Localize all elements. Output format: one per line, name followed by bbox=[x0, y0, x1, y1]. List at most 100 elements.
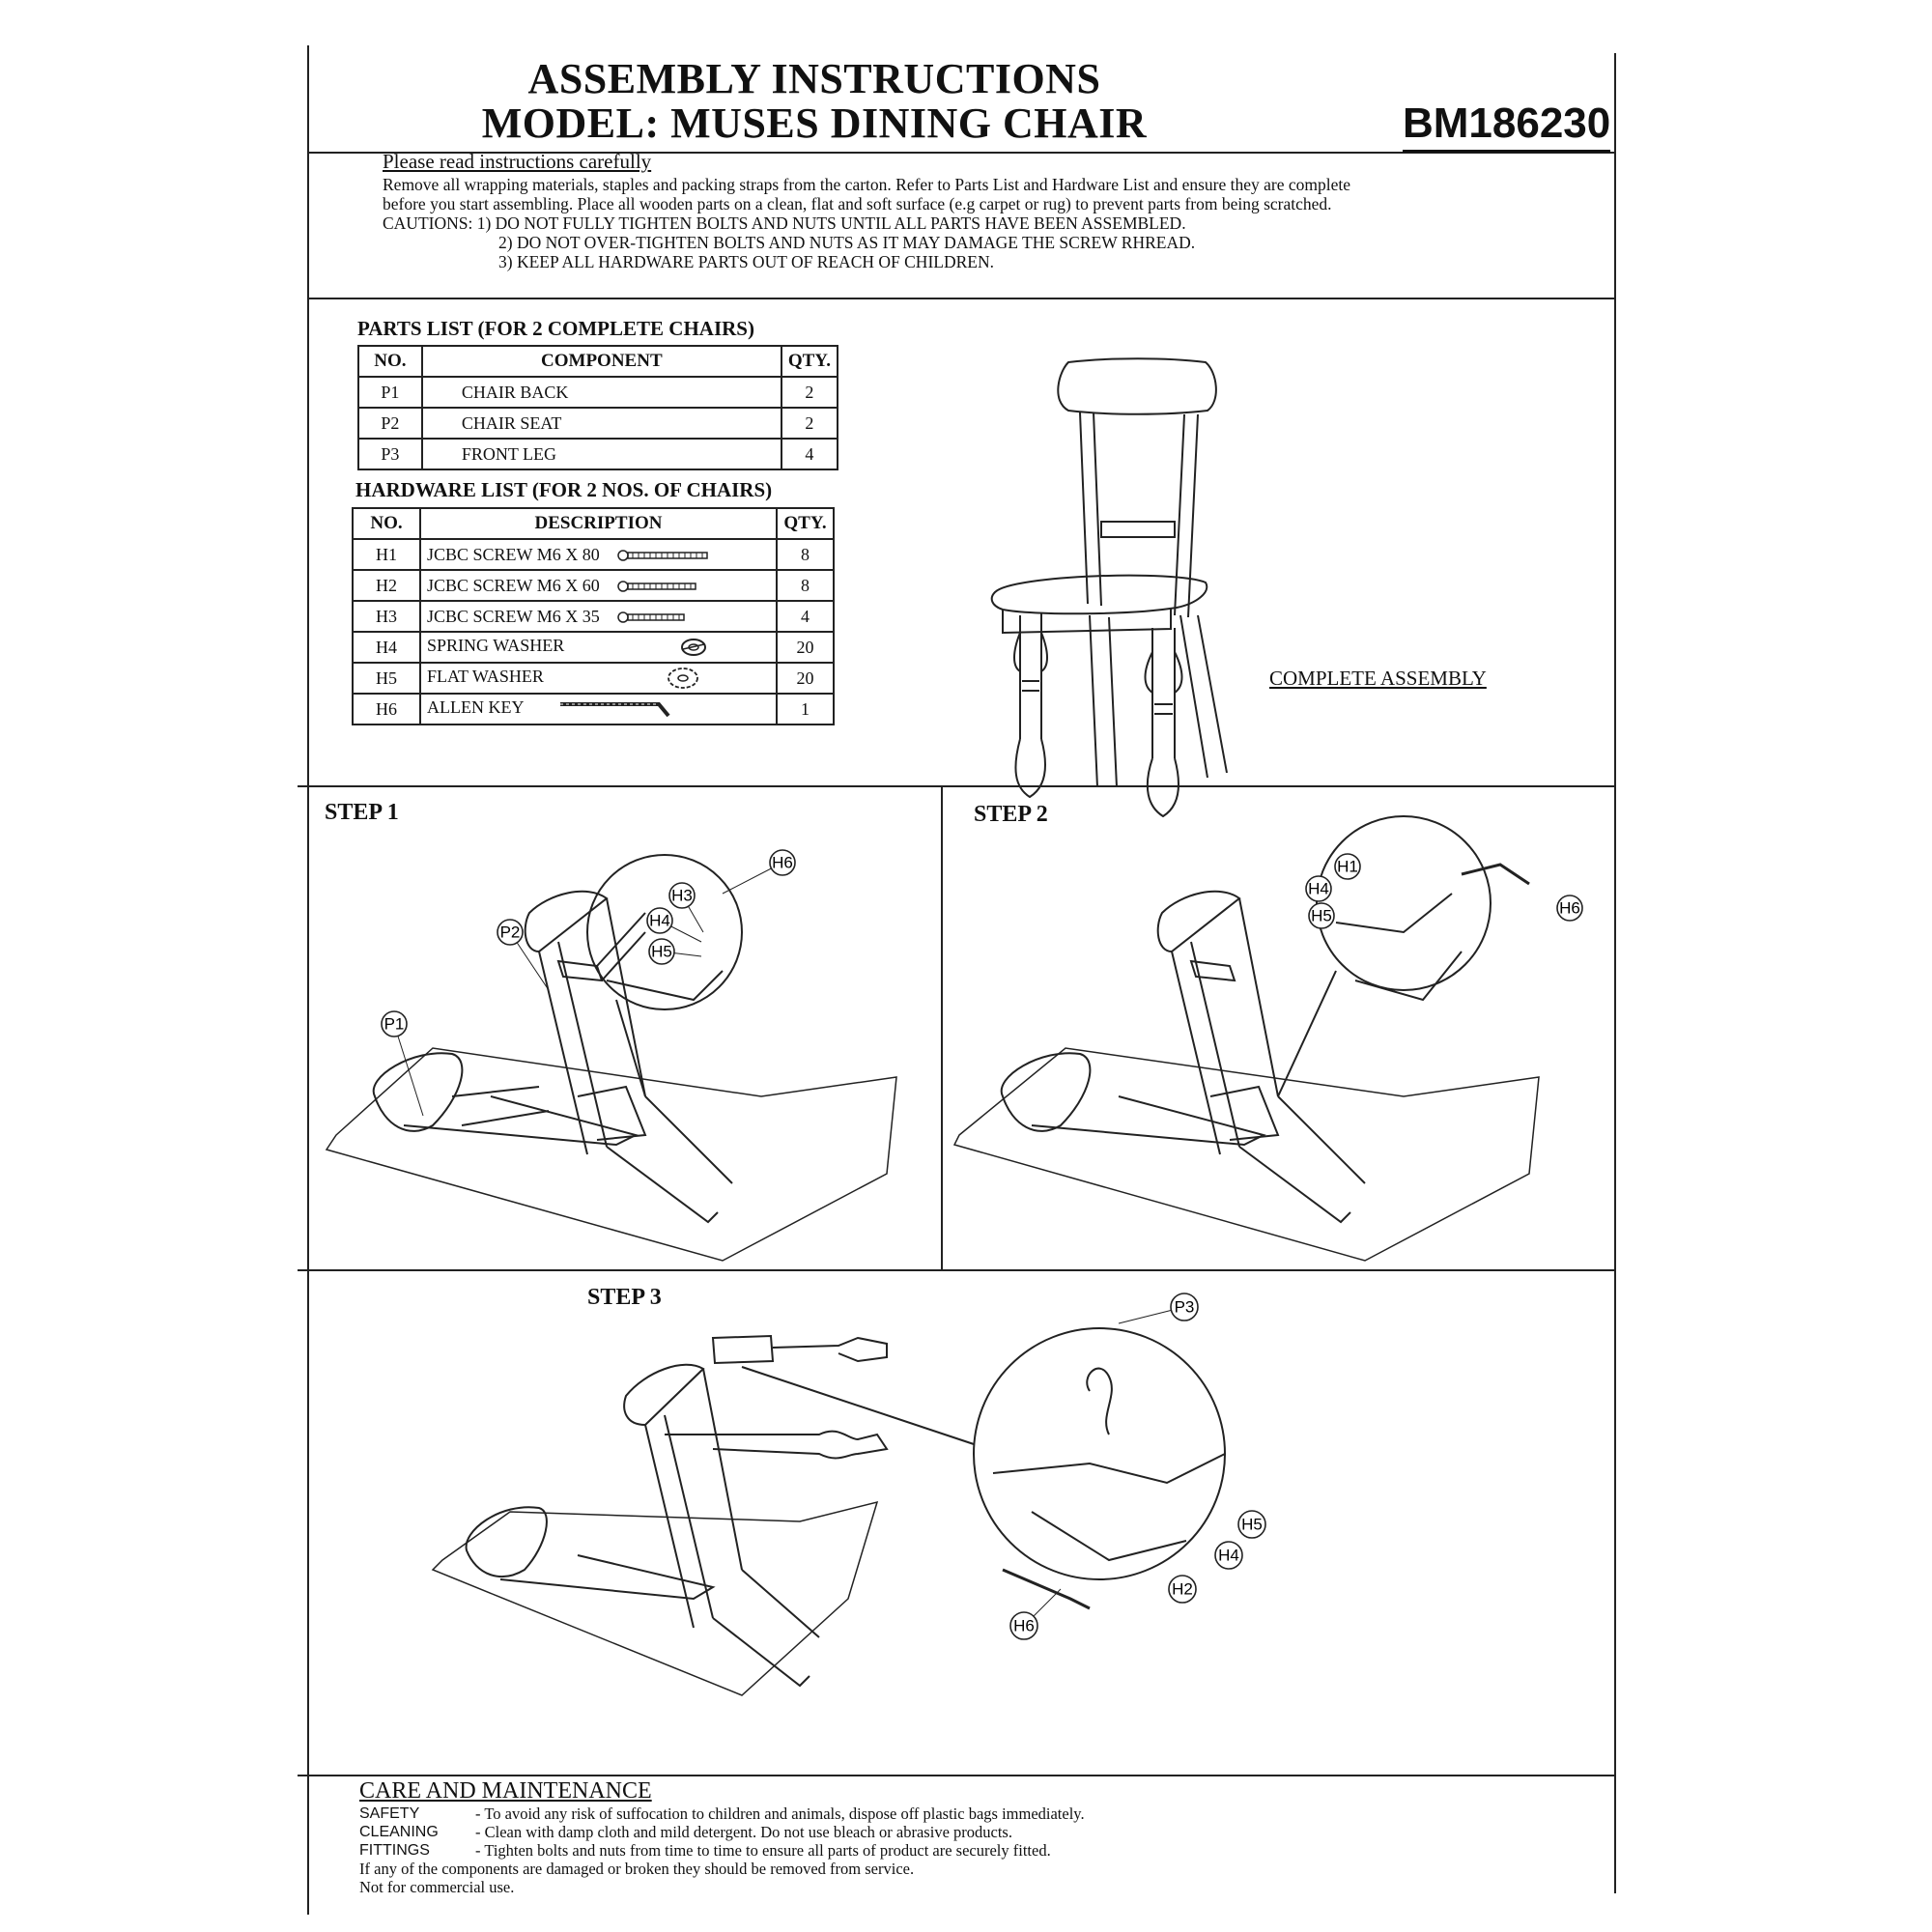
model-code: BM186230 bbox=[1403, 99, 1611, 153]
table-row: H4 SPRING WASHER 20 bbox=[352, 631, 835, 664]
long-screw-icon bbox=[617, 550, 708, 562]
intro-rule bbox=[307, 298, 1616, 299]
hw-qty: 4 bbox=[776, 600, 835, 633]
callout-H6-label: H6 bbox=[1559, 899, 1580, 918]
spring-washer-icon bbox=[680, 639, 706, 656]
callout-H6-label: H6 bbox=[772, 854, 793, 872]
safety-label: SAFETY bbox=[359, 1805, 420, 1822]
hw-description-cell: JCBC SCREW M6 X 60 bbox=[419, 569, 778, 602]
callout-P2-label: P2 bbox=[500, 923, 521, 942]
callout-H6-label: H6 bbox=[1013, 1617, 1035, 1635]
col-no: NO. bbox=[352, 507, 421, 540]
intro-line-2: before you start assembling. Place all w… bbox=[383, 194, 1332, 213]
complete-assembly-caption: COMPLETE ASSEMBLY bbox=[1269, 667, 1487, 690]
header-rule bbox=[307, 152, 1616, 154]
intro-text: Please read instructions carefully Remov… bbox=[383, 150, 1522, 272]
hw-no: H6 bbox=[352, 693, 421, 725]
step-2-illustration: H1 H4 H5 H6 bbox=[950, 807, 1587, 1261]
table-row: H2 JCBC SCREW M6 X 60 8 bbox=[352, 569, 835, 602]
step-3-label: STEP 3 bbox=[587, 1285, 662, 1310]
left-border bbox=[307, 45, 309, 1915]
callout-P1 bbox=[382, 1011, 407, 1037]
intro-lead: Please read instructions carefully bbox=[383, 150, 652, 173]
callout-H6 bbox=[1557, 895, 1582, 921]
hw-description: FLAT WASHER bbox=[427, 667, 544, 687]
step-1-label: STEP 1 bbox=[325, 800, 399, 825]
right-border bbox=[1614, 53, 1616, 1893]
hw-qty: 20 bbox=[776, 631, 835, 664]
table-row: P1 CHAIR BACK 2 bbox=[357, 376, 839, 409]
col-description: DESCRIPTION bbox=[419, 507, 778, 540]
callout-H3 bbox=[669, 883, 695, 908]
care-row-cleaning: CLEANING - Clean with damp cloth and mild… bbox=[359, 1823, 1519, 1841]
callout-H5 bbox=[1309, 903, 1334, 928]
callout-H4 bbox=[647, 908, 672, 933]
col-qty: QTY. bbox=[780, 345, 839, 378]
parts-list-title: PARTS LIST (FOR 2 COMPLETE CHAIRS) bbox=[357, 317, 754, 340]
callout-H6 bbox=[770, 850, 795, 875]
parts-table: NO. COMPONENT QTY. P1 CHAIR BACK 2 P2 CH… bbox=[357, 345, 839, 470]
part-component: CHAIR BACK bbox=[420, 376, 782, 409]
callout-H4-label: H4 bbox=[649, 912, 670, 930]
hw-description: ALLEN KEY bbox=[427, 697, 524, 718]
flat-washer-icon bbox=[668, 668, 699, 689]
callout-H5-label: H5 bbox=[1311, 907, 1332, 925]
callout-H4-label: H4 bbox=[1308, 880, 1329, 898]
callout-H5-label: H5 bbox=[1241, 1516, 1263, 1534]
care-row-fittings: FITTINGS - Tighten bolts and nuts from ti… bbox=[359, 1841, 1519, 1860]
part-component: FRONT LEG bbox=[420, 438, 782, 470]
table-row: H5 FLAT WASHER 20 bbox=[352, 662, 835, 695]
care-note-1: If any of the components are damaged or … bbox=[359, 1860, 915, 1878]
callout-P1-label: P1 bbox=[384, 1015, 405, 1034]
step-divider bbox=[941, 785, 943, 1271]
short-screw-icon bbox=[617, 611, 685, 624]
col-qty: QTY. bbox=[776, 507, 835, 540]
care-note-2: Not for commercial use. bbox=[359, 1878, 515, 1896]
allen-key-icon bbox=[560, 702, 670, 718]
cleaning-label: CLEANING bbox=[359, 1824, 439, 1840]
complete-chair-illustration bbox=[945, 333, 1235, 816]
medium-screw-icon bbox=[617, 581, 696, 593]
hw-description: JCBC SCREW M6 X 60 bbox=[427, 575, 600, 595]
hw-qty: 8 bbox=[776, 538, 835, 571]
part-no: P2 bbox=[357, 407, 423, 440]
page-title: ASSEMBLY INSTRUCTIONS bbox=[527, 55, 1101, 102]
callout-P3-label: P3 bbox=[1175, 1298, 1195, 1317]
hw-description-cell: ALLEN KEY bbox=[419, 693, 778, 725]
step-1-illustration: P1 P2 H3 H4 H5 H6 bbox=[317, 807, 935, 1261]
model-title: MODEL: MUSES DINING CHAIR bbox=[481, 99, 1148, 147]
step-3-illustration: P3 H5 H4 H2 H6 bbox=[433, 1280, 1302, 1763]
table-row: H1 JCBC SCREW M6 X 80 8 bbox=[352, 538, 835, 571]
hw-qty: 8 bbox=[776, 569, 835, 602]
hw-qty: 1 bbox=[776, 693, 835, 725]
hw-description: JCBC SCREW M6 X 80 bbox=[427, 544, 600, 564]
step-2-label: STEP 2 bbox=[974, 802, 1048, 827]
hw-description-cell: FLAT WASHER bbox=[419, 662, 778, 695]
callout-H2 bbox=[1169, 1576, 1196, 1603]
hw-no: H3 bbox=[352, 600, 421, 633]
part-no: P1 bbox=[357, 376, 423, 409]
hw-no: H5 bbox=[352, 662, 421, 695]
col-component: COMPONENT bbox=[420, 345, 782, 378]
care-title: CARE AND MAINTENANCE bbox=[359, 1778, 652, 1804]
callout-H1 bbox=[1335, 854, 1360, 879]
safety-text: - To avoid any risk of suffocation to ch… bbox=[475, 1804, 1085, 1823]
hardware-table: NO. DESCRIPTION QTY. H1 JCBC SCREW M6 X … bbox=[352, 507, 835, 725]
callout-H4 bbox=[1215, 1542, 1242, 1569]
part-qty: 2 bbox=[780, 376, 839, 409]
callout-H6 bbox=[1010, 1612, 1037, 1639]
hw-no: H4 bbox=[352, 631, 421, 664]
hw-description-cell: JCBC SCREW M6 X 35 bbox=[419, 600, 778, 633]
steps-rule bbox=[298, 1269, 1616, 1271]
cleaning-text: - Clean with damp cloth and mild deterge… bbox=[475, 1823, 1012, 1841]
part-component: CHAIR SEAT bbox=[420, 407, 782, 440]
care-row-safety: SAFETY - To avoid any risk of suffocation… bbox=[359, 1804, 1519, 1823]
table-row: P3 FRONT LEG 4 bbox=[357, 438, 839, 470]
callout-H4 bbox=[1306, 876, 1331, 901]
hw-description-cell: SPRING WASHER bbox=[419, 631, 778, 664]
caution-2: 2) DO NOT OVER-TIGHTEN BOLTS AND NUTS AS… bbox=[498, 233, 1196, 252]
fittings-label: FITTINGS bbox=[359, 1842, 430, 1859]
fittings-text: - Tighten bolts and nuts from time to ti… bbox=[475, 1841, 1051, 1860]
part-qty: 2 bbox=[780, 407, 839, 440]
hw-no: H2 bbox=[352, 569, 421, 602]
